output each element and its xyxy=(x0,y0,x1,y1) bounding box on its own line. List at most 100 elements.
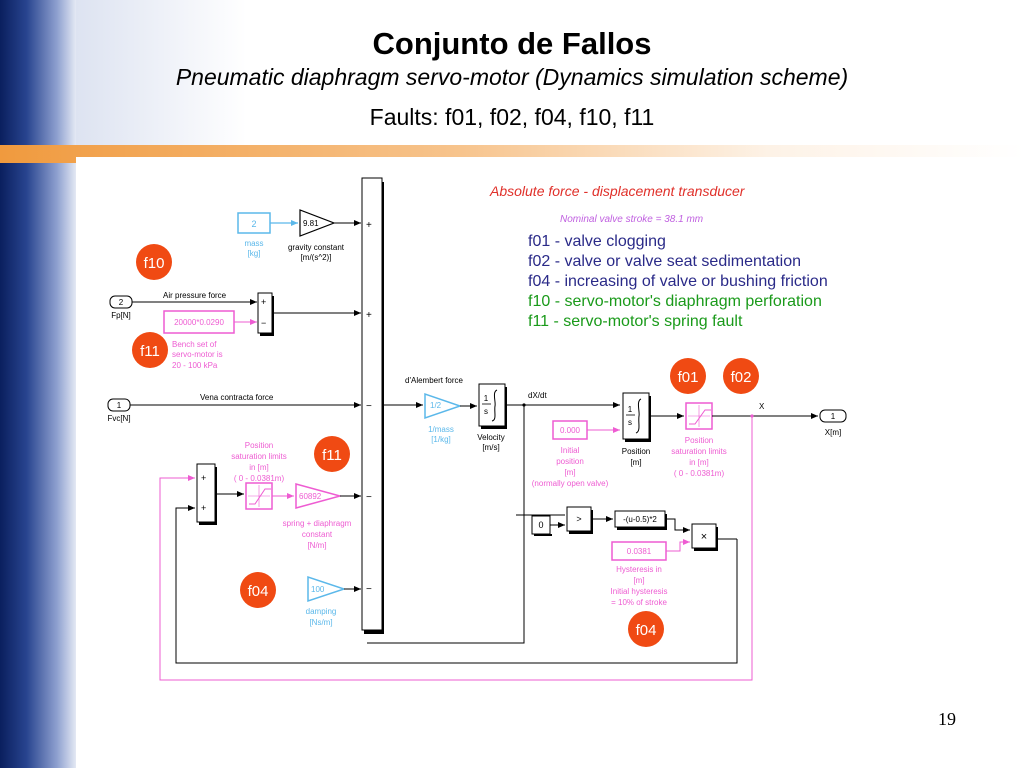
left-sum-plus-2: + xyxy=(201,503,206,513)
init-label-1: Initial xyxy=(561,446,580,455)
sum-sign-vena: − xyxy=(366,401,372,412)
bench-label-2: servo-motor is xyxy=(172,350,223,359)
mass-unit: [kg] xyxy=(248,249,261,258)
badge-f11-mid-circle xyxy=(314,436,350,472)
spring-value: 60892 xyxy=(299,492,322,501)
slide-subtitle: Pneumatic diaphragm servo-motor (Dynamic… xyxy=(175,64,849,90)
velocity-integrator-block xyxy=(478,383,506,427)
legend-item: f01 - valve clogging xyxy=(528,233,666,250)
sat-left-label-3: in [m] xyxy=(249,463,269,472)
left-sum-block xyxy=(196,463,216,523)
dalembert-label: d'Alembert force xyxy=(405,376,464,385)
badge-f11-mid: f11 xyxy=(314,436,350,472)
fvc-port-number: 1 xyxy=(117,401,122,410)
int2-num: 1 xyxy=(628,405,633,414)
init-value: 0.000 xyxy=(560,426,581,435)
init-label-2: position xyxy=(556,457,584,466)
out-label: X[m] xyxy=(825,428,841,437)
hyst-label-4: = 10% of stroke xyxy=(611,598,667,607)
badge-f04-left-text: f04 xyxy=(248,583,269,600)
zero-constant-shadow xyxy=(534,534,552,536)
dxdt-label: dX/dt xyxy=(528,391,547,400)
badge-f10-circle xyxy=(136,244,172,280)
wire-fcn-mult xyxy=(665,518,690,533)
hyst-label-3: Initial hysteresis xyxy=(611,587,668,596)
gain-label: 1/mass xyxy=(428,425,454,434)
damp-label-1: damping xyxy=(306,607,337,616)
velocity-unit: [m/s] xyxy=(482,443,499,452)
x-outport xyxy=(819,409,847,423)
bench-label-1: Bench set of xyxy=(172,340,217,349)
gain-value: 1/2 xyxy=(430,401,442,410)
mult-symbol: × xyxy=(701,531,707,543)
gravity-value: 9.81 xyxy=(303,219,319,228)
left-sum-plus-1: + xyxy=(201,473,206,483)
hyst-label-1: Hysteresis in xyxy=(616,565,662,574)
gain-unit: [1/kg] xyxy=(431,435,451,444)
legend-heading: Absolute force - displacement transducer xyxy=(489,183,746,199)
junction-velocity xyxy=(522,403,526,407)
position-unit: [m] xyxy=(630,458,641,467)
compare-symbol: > xyxy=(576,514,581,524)
sat-right-label-1: Position xyxy=(685,436,713,445)
fcn-text: -(u-0.5)*2 xyxy=(623,515,657,524)
sum-sign-air: + xyxy=(366,310,372,321)
air-pressure-label: Air pressure force xyxy=(163,291,227,300)
fvc-label: Fvc[N] xyxy=(107,414,130,423)
out-port-number: 1 xyxy=(831,412,836,421)
header-background xyxy=(76,0,1024,145)
badge-f04-right-text: f04 xyxy=(636,622,657,639)
diagram-area xyxy=(76,157,1024,742)
sum-sign-spring: − xyxy=(366,492,372,503)
page-number: 19 xyxy=(938,709,956,729)
saturation-right-curve xyxy=(689,409,711,425)
badge-f04-right: f04 xyxy=(628,611,664,647)
air-sum-minus: − xyxy=(261,318,266,328)
multiply-block xyxy=(691,523,717,549)
sum-sign-damping: − xyxy=(366,584,372,595)
fp-port-number: 2 xyxy=(119,298,124,307)
wire-hyst-mult xyxy=(666,539,690,552)
sat-right-label-2: saturation limits xyxy=(671,447,727,456)
position-label: Position xyxy=(622,447,650,456)
sat-left-label-4: ( 0 - 0.0381m) xyxy=(234,474,285,483)
badge-f04-left-circle xyxy=(240,572,276,608)
badge-f04-left: f04 xyxy=(240,572,276,608)
badge-f02: f02 xyxy=(723,358,759,394)
left-gradient-band xyxy=(0,0,76,768)
badge-f02-text: f02 xyxy=(731,369,752,386)
badge-f11-mid-text: f11 xyxy=(322,447,342,464)
bench-value: 20000*0.0290 xyxy=(174,318,224,327)
saturation-left-curve xyxy=(249,488,271,505)
junction-position xyxy=(750,414,754,418)
spring-label-1: spring + diaphragm xyxy=(283,519,352,528)
int1-integral-symbol xyxy=(491,389,498,422)
legend-item: f04 - increasing of valve or bushing fri… xyxy=(528,273,828,290)
wire-black-feedback xyxy=(175,505,738,664)
wire-velocity-feedback xyxy=(367,405,525,644)
int2-integral-symbol xyxy=(635,398,642,434)
spring-label-2: constant xyxy=(302,530,333,539)
badge-f10-text: f10 xyxy=(144,255,165,272)
damping-gain-block xyxy=(307,575,347,603)
position-integrator-block xyxy=(622,392,650,440)
badge-f11-top-circle xyxy=(132,332,168,368)
badge-f01: f01 xyxy=(670,358,706,394)
legend-item: f10 - servo-motor's diaphragm perforatio… xyxy=(528,293,822,310)
slide-title: Conjunto de Fallos xyxy=(372,26,652,61)
mass-inverse-gain-block xyxy=(424,392,463,420)
gravity-label: gravity constant xyxy=(288,243,345,252)
gravity-unit: [m/(s^2)] xyxy=(301,253,332,262)
hyst-label-2: [m] xyxy=(633,576,644,585)
sat-left-label-2: saturation limits xyxy=(231,452,287,461)
sum-sign-gravity: + xyxy=(366,220,372,231)
init-label-3: [m] xyxy=(564,468,575,477)
sat-right-label-4: ( 0 - 0.0381m) xyxy=(674,469,725,478)
int2-den: s xyxy=(628,418,632,427)
init-label-4: (normally open valve) xyxy=(532,479,609,488)
zero-value: 0 xyxy=(538,520,543,530)
sat-right-label-3: in [m] xyxy=(689,458,709,467)
vena-label: Vena contracta force xyxy=(200,393,274,402)
badge-f10: f10 xyxy=(136,244,172,280)
